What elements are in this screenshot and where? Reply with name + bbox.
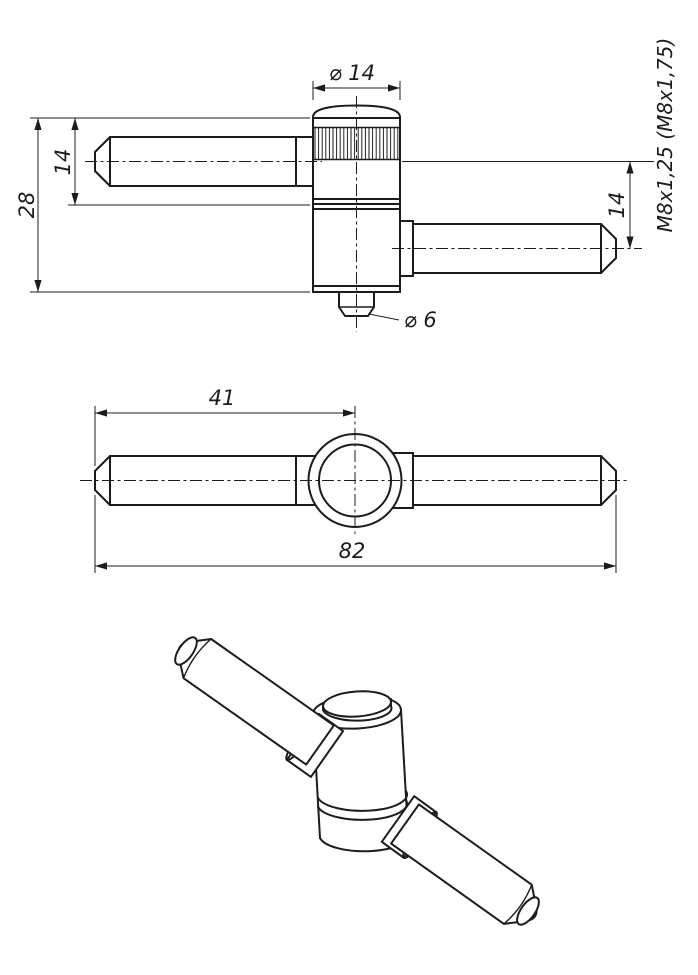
dimension-14-right: 14 (402, 161, 654, 249)
dimension-14-left: 14 (51, 118, 310, 206)
dimension-82: 82 (94, 495, 617, 573)
bottom-pin (338, 291, 375, 317)
dimension-dia-14: ⌀ 14 (312, 61, 401, 100)
isometric-view (174, 636, 540, 926)
dim-label-14-right: 14 (605, 192, 629, 219)
hinge-barrel (312, 104, 401, 317)
knurled-thread-band (314, 128, 399, 159)
dimension-41: 41 (94, 386, 355, 466)
right-screw-arm (399, 220, 617, 277)
dim-label-14-left: 14 (51, 149, 75, 176)
right-arm-top (392, 452, 617, 509)
dim-label-dia6: ⌀ 6 (404, 308, 437, 332)
iso-lower-arm (380, 795, 540, 926)
top-view: 41 82 (80, 386, 630, 573)
hinge-boss (307, 433, 403, 528)
iso-upper-arm-tip-face (174, 636, 198, 666)
iso-lower-arm-tip-face (516, 896, 540, 926)
iso-upper-arm (174, 636, 345, 778)
front-view: ⌀ 14 28 14 14 M8x1,25 (M8x1,75) ⌀ 6 (15, 38, 677, 332)
dim-label-28: 28 (15, 192, 39, 219)
thread-callout-label: M8x1,25 (M8x1,75) (653, 38, 677, 233)
left-arm-top (94, 455, 316, 506)
dimension-dia-6: ⌀ 6 (368, 308, 437, 332)
dim-label-41: 41 (209, 386, 236, 410)
dim-label-82: 82 (339, 539, 366, 563)
left-screw-arm (94, 136, 314, 187)
dim-label-dia14: ⌀ 14 (329, 61, 375, 85)
